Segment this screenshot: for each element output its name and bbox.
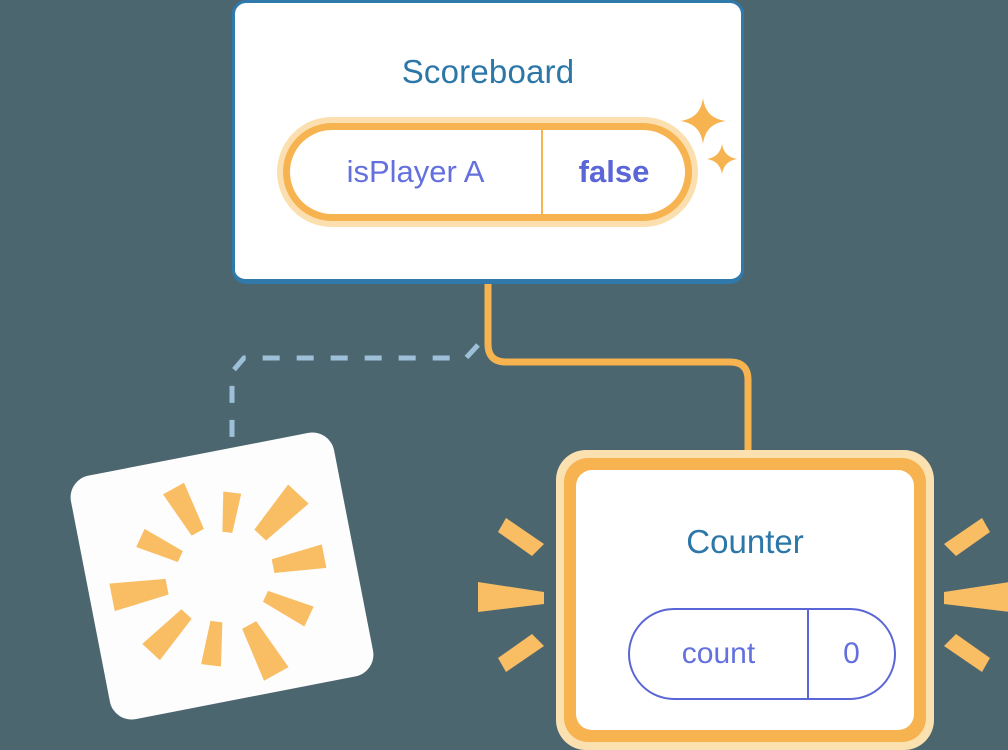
burst-ray	[944, 634, 990, 672]
burst-ray	[136, 528, 183, 562]
scoreboard-pill-divider	[541, 130, 543, 214]
burst-ray	[478, 582, 544, 612]
scoreboard-pill-key: isPlayer A	[346, 154, 485, 189]
counter-state-pill[interactable]: count 0	[628, 608, 896, 700]
burst-ray	[222, 491, 242, 533]
burst-ray	[944, 518, 990, 556]
burst-ray	[201, 620, 223, 667]
counter-burst-right	[944, 518, 1008, 672]
burst-ray	[262, 590, 314, 627]
burst-ray	[109, 578, 169, 612]
burst-ray	[142, 609, 192, 661]
scoreboard-title: Scoreboard	[401, 53, 575, 90]
burst-card[interactable]	[66, 428, 378, 724]
burst-ray	[242, 621, 289, 681]
counter-title: Counter	[686, 523, 804, 560]
burst-ray	[498, 518, 544, 556]
burst-rays-group	[109, 482, 327, 681]
burst-ray	[163, 482, 204, 536]
burst-ray	[498, 634, 544, 672]
scoreboard-pill-face: isPlayer A false	[290, 130, 685, 214]
counter-card-face: Counter count 0	[576, 470, 914, 730]
sparkle-small-icon	[707, 144, 737, 174]
burst-ray	[254, 484, 309, 541]
counter-card[interactable]: Counter count 0	[556, 450, 934, 750]
counter-pill-divider	[807, 610, 809, 698]
burst-ray	[271, 544, 327, 573]
sparkle-large-icon	[680, 98, 726, 144]
scoreboard-pill-value: false	[578, 154, 650, 189]
scoreboard-state-pill[interactable]: isPlayer A false	[277, 117, 698, 227]
scoreboard-card[interactable]: Scoreboard isPlayer A false	[232, 0, 744, 284]
burst-ray	[944, 582, 1008, 612]
counter-pill-key: count	[681, 637, 756, 670]
counter-pill-value: 0	[843, 637, 860, 670]
counter-card-highlight-ring: Counter count 0	[564, 458, 926, 742]
counter-burst-left	[478, 518, 544, 672]
scoreboard-pill-ring: isPlayer A false	[283, 123, 692, 221]
solid-connector-path	[484, 282, 752, 452]
